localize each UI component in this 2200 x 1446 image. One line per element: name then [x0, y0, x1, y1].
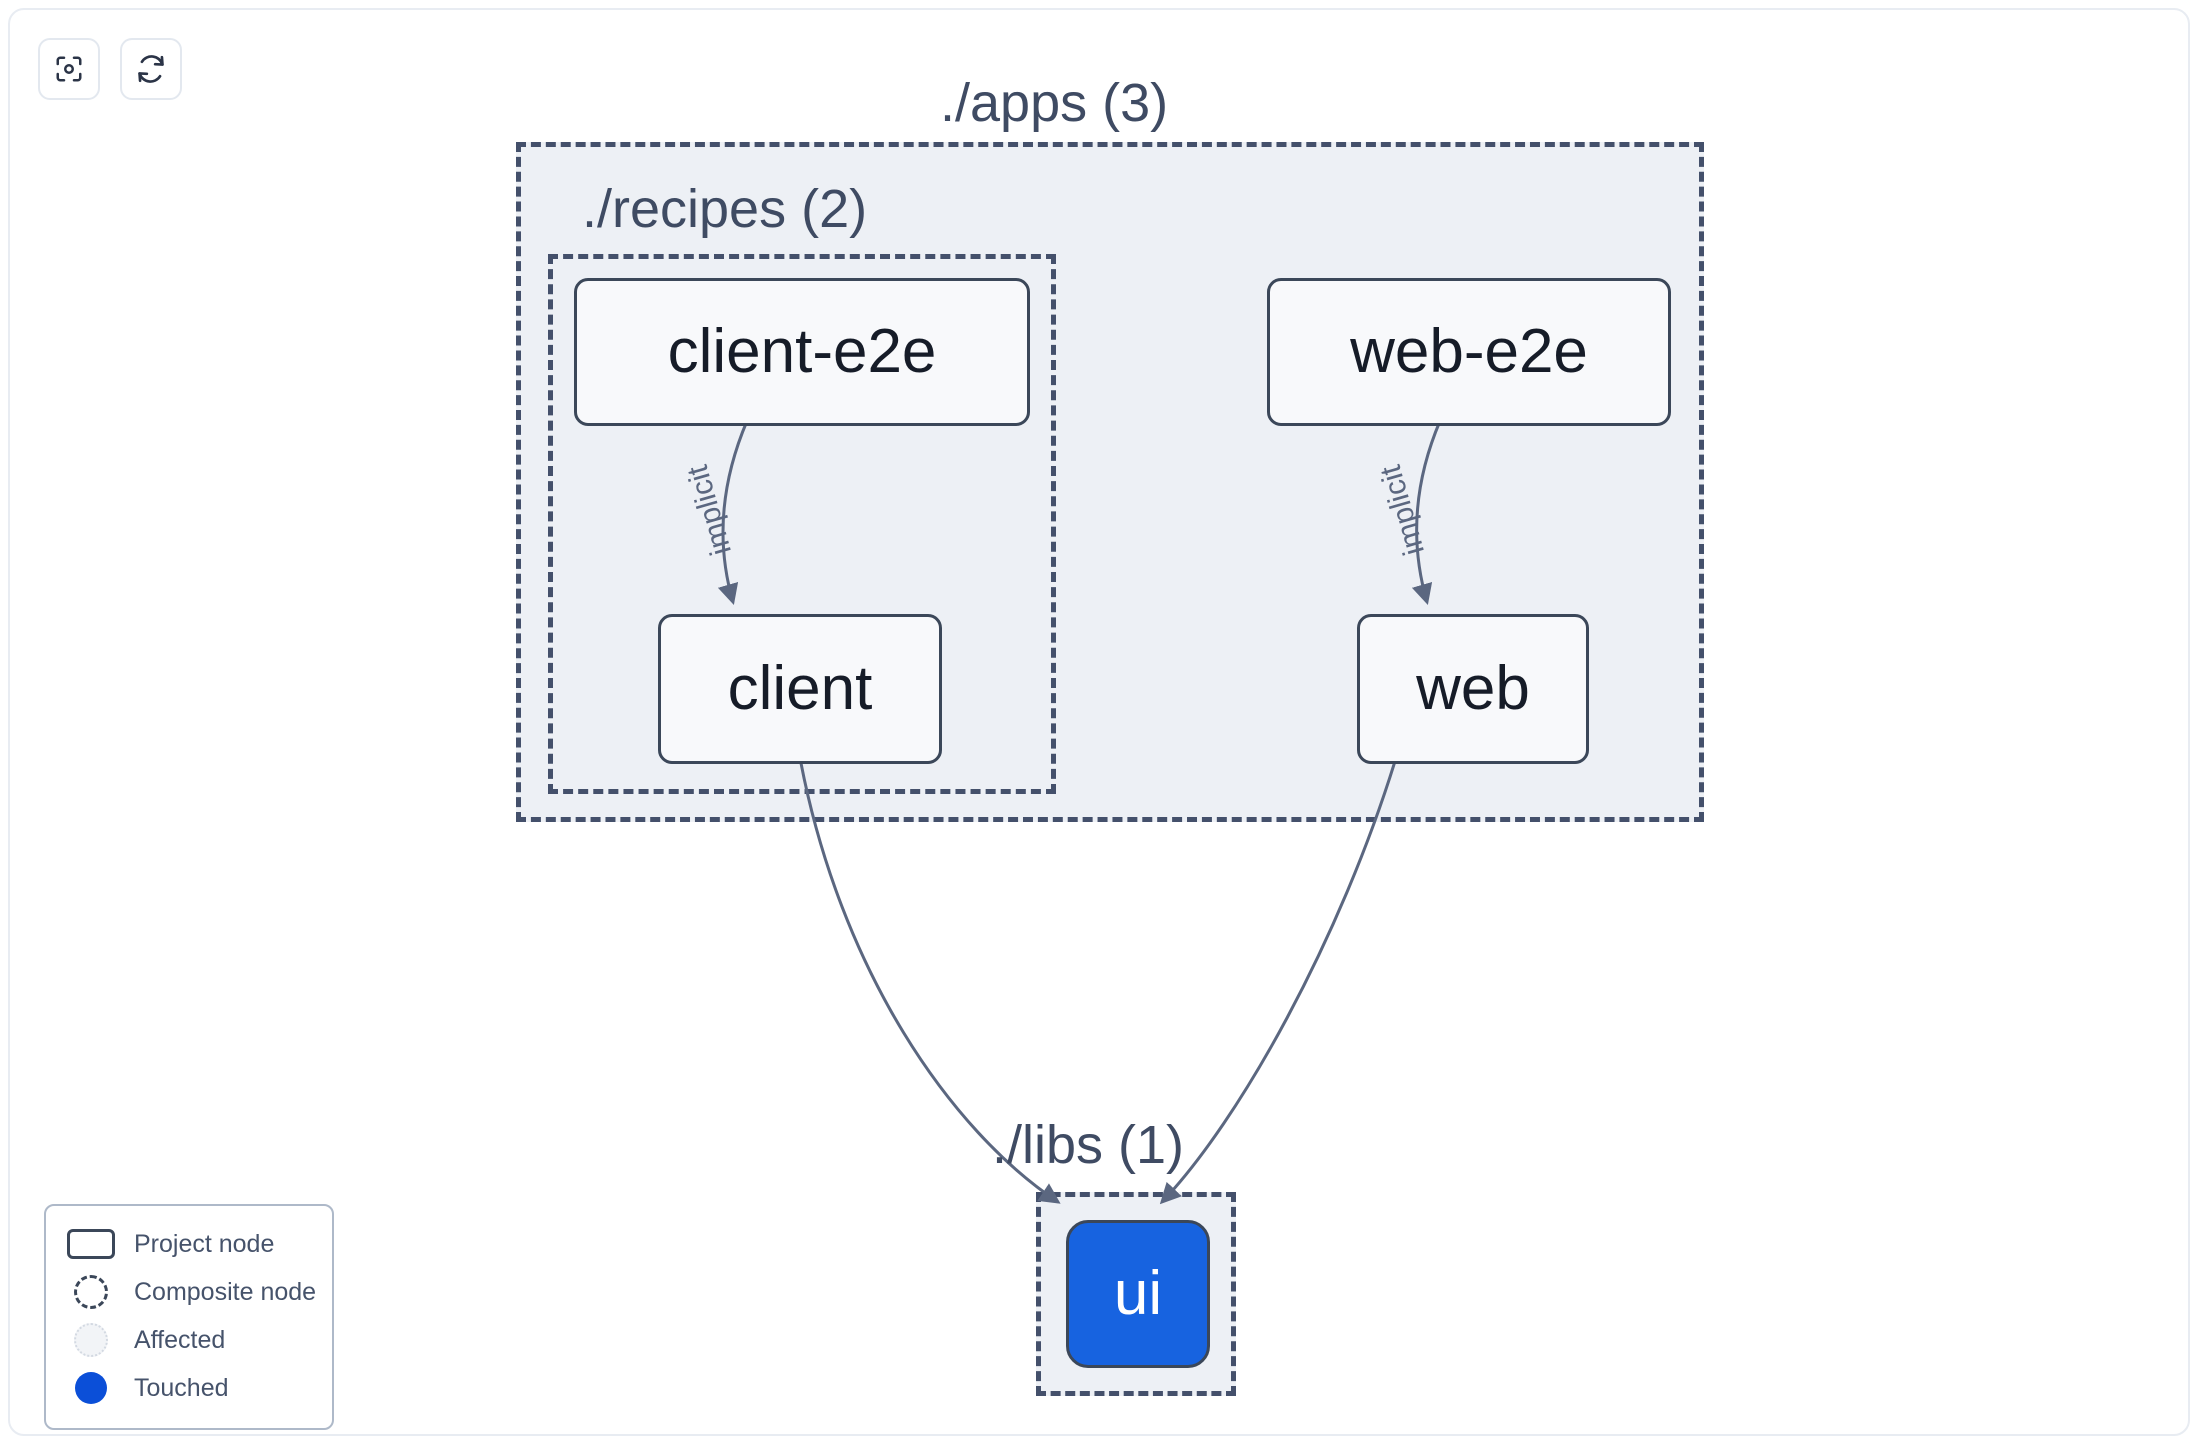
composite-label-recipes: ./recipes (2) — [582, 179, 868, 239]
project-node-web-e2e[interactable]: web-e2e — [1267, 278, 1671, 426]
graph-legend: Project node Composite node Affected Tou… — [44, 1204, 334, 1430]
project-node-client[interactable]: client — [658, 614, 942, 764]
project-node-web[interactable]: web — [1357, 614, 1589, 764]
project-graph-panel: ./apps (3) ./recipes (2) ./libs (1) impl… — [8, 8, 2190, 1436]
legend-item-touched: Touched — [64, 1364, 314, 1412]
composite-label-apps: ./apps (3) — [940, 73, 1169, 133]
project-node-swatch — [64, 1229, 118, 1259]
graph-toolbar — [38, 38, 182, 100]
project-node-ui[interactable]: ui — [1066, 1220, 1210, 1368]
project-node-label: client — [727, 654, 873, 723]
focus-target-icon — [54, 54, 84, 84]
composite-label-libs: ./libs (1) — [992, 1115, 1185, 1175]
refresh-icon — [135, 53, 167, 85]
legend-label: Affected — [134, 1325, 226, 1354]
legend-item-composite-node: Composite node — [64, 1268, 317, 1316]
legend-label: Touched — [134, 1373, 229, 1402]
refresh-graph-button[interactable] — [120, 38, 182, 100]
focus-graph-button[interactable] — [38, 38, 100, 100]
composite-node-swatch — [64, 1275, 118, 1309]
project-node-label: ui — [1113, 1259, 1163, 1328]
legend-label: Composite node — [134, 1277, 317, 1306]
legend-item-project-node: Project node — [64, 1220, 314, 1268]
project-node-client-e2e[interactable]: client-e2e — [574, 278, 1030, 426]
affected-swatch — [64, 1323, 118, 1357]
legend-item-affected: Affected — [64, 1316, 314, 1364]
touched-swatch — [64, 1372, 118, 1404]
legend-label: Project node — [134, 1229, 275, 1258]
project-node-label: client-e2e — [667, 317, 937, 386]
project-node-label: web — [1416, 654, 1530, 723]
project-node-label: web-e2e — [1350, 317, 1588, 386]
edge-web-to-ui — [1159, 757, 1398, 1205]
